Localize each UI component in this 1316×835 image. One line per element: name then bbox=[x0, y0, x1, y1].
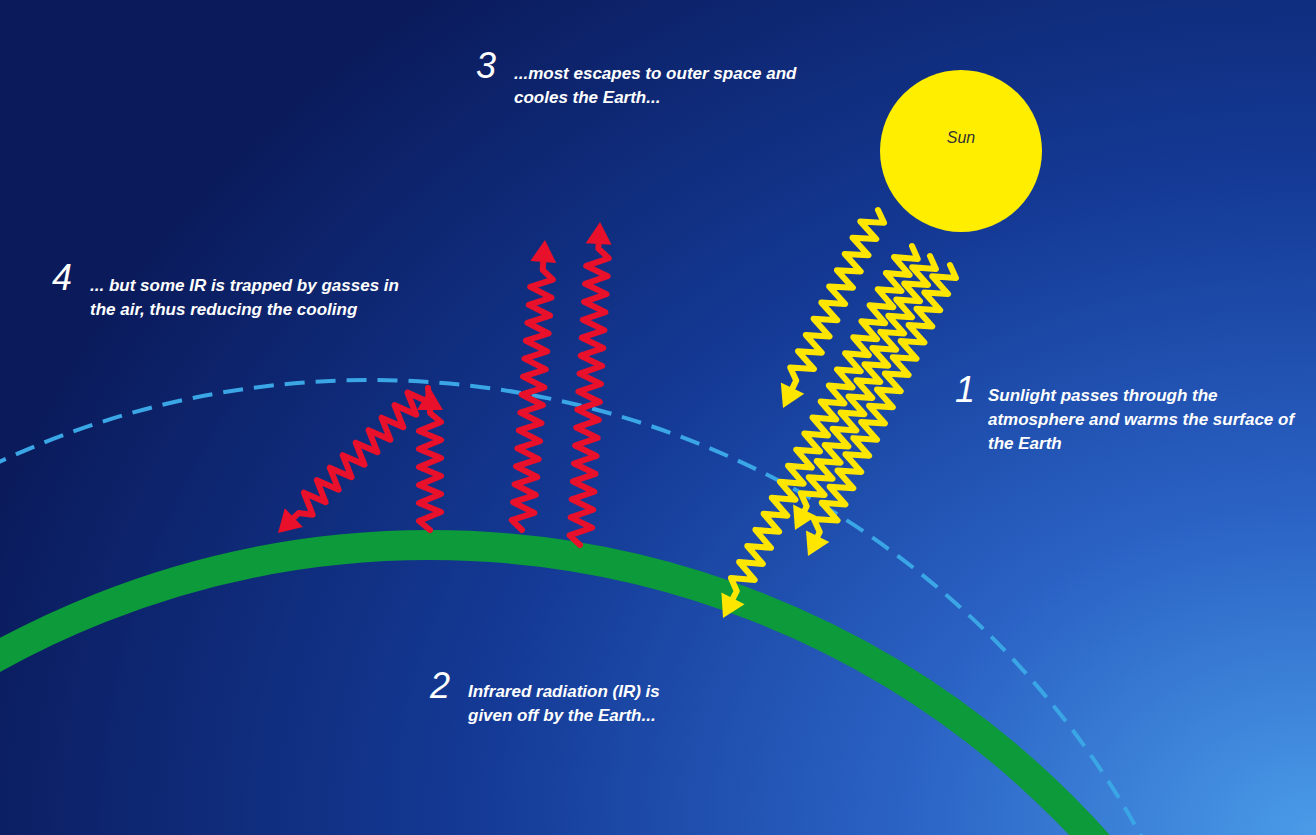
arrow-head bbox=[530, 240, 556, 263]
earth-surface bbox=[0, 545, 1316, 835]
sunlight-arrow bbox=[721, 246, 917, 618]
sun-shape bbox=[880, 70, 1042, 232]
arrow-head bbox=[793, 505, 816, 530]
infrared-arrow bbox=[278, 388, 429, 533]
sunlight-arrow bbox=[806, 265, 956, 556]
sunlight-arrow bbox=[793, 256, 936, 530]
sun-circle: Sun bbox=[880, 70, 1042, 232]
callout-text: Sunlight passes through the atmosphere a… bbox=[988, 384, 1308, 456]
callout-number: 4 bbox=[52, 260, 72, 296]
sun-label: Sun bbox=[880, 129, 1042, 147]
callout-text: ... but some IR is trapped by gasses in … bbox=[90, 274, 420, 322]
arrow-head bbox=[806, 531, 829, 556]
infrared-arrow bbox=[417, 388, 443, 530]
arrow-shaft bbox=[731, 246, 918, 598]
atmosphere-boundary bbox=[0, 380, 1250, 835]
callout-text: Infrared radiation (IR) is given off by … bbox=[468, 680, 688, 728]
arrow-shaft bbox=[801, 256, 936, 510]
callout-text: ...most escapes to outer space and coole… bbox=[514, 62, 804, 110]
sun-disc bbox=[880, 70, 1042, 232]
arrow-head bbox=[781, 383, 804, 408]
arrow-shaft bbox=[570, 244, 609, 545]
callout-number: 2 bbox=[430, 668, 450, 704]
callout-number: 1 bbox=[955, 372, 975, 408]
arrow-shaft bbox=[790, 210, 884, 388]
arrow-head bbox=[721, 592, 744, 618]
infrared-arrow bbox=[570, 222, 612, 545]
arrow-shaft bbox=[512, 262, 553, 530]
arrow-shaft bbox=[294, 388, 429, 518]
infrared-arrow bbox=[512, 240, 556, 530]
arrow-head bbox=[278, 508, 303, 533]
callout-number: 3 bbox=[476, 48, 496, 84]
arrow-shaft bbox=[419, 410, 441, 530]
arrow-shaft bbox=[814, 265, 956, 536]
arrow-head bbox=[586, 222, 612, 245]
